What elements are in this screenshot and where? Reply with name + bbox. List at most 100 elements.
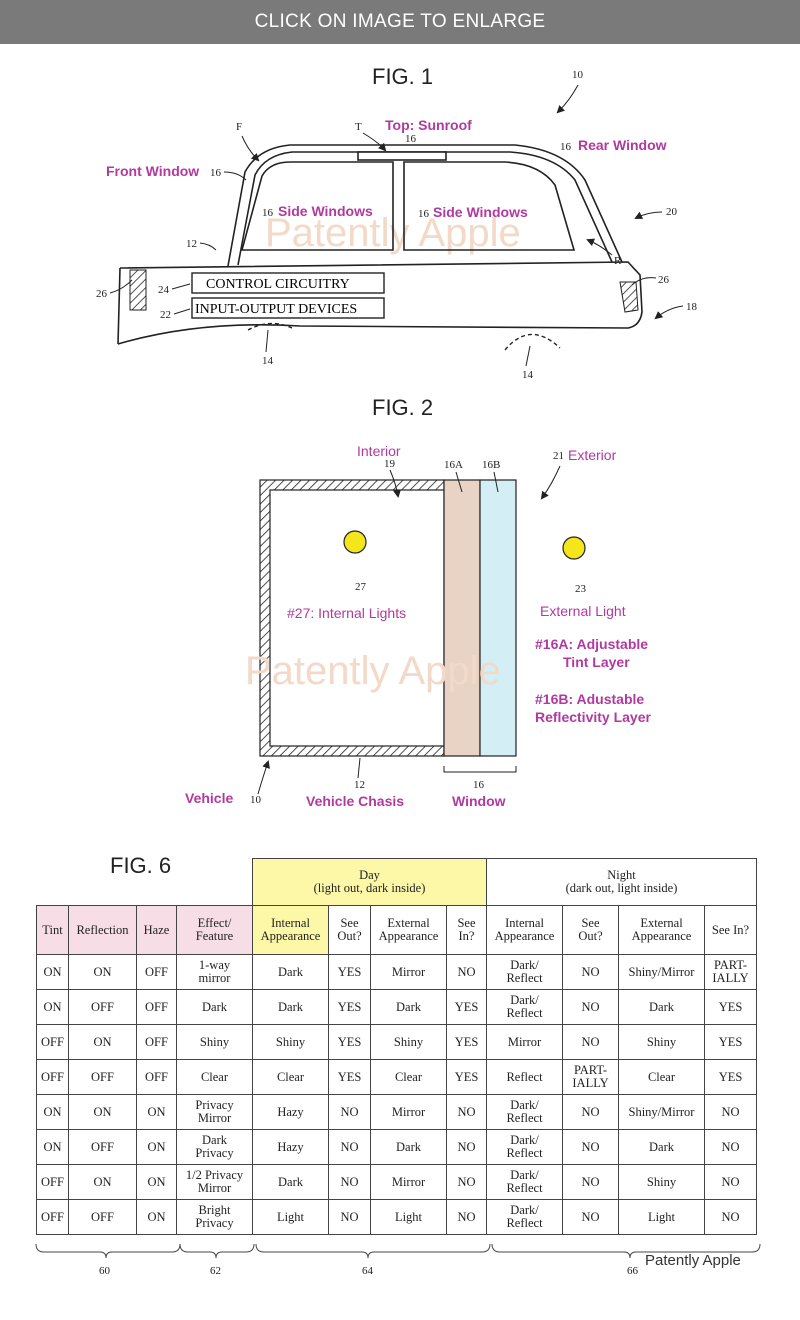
cell-line: Tint	[42, 922, 63, 937]
label-tint-2: Tint Layer	[563, 654, 630, 670]
table-cell: Shiny	[618, 1164, 705, 1200]
column-header: See In?	[704, 905, 757, 955]
label-external-light: External Light	[540, 603, 626, 619]
table-cell: NO	[328, 1129, 371, 1165]
day-title: Day	[359, 868, 380, 882]
table-cell: YES	[328, 989, 371, 1025]
cell-line: ON	[43, 1104, 62, 1119]
table-cell: YES	[704, 989, 757, 1025]
arrow-18	[654, 305, 684, 320]
brace-ref-64: 64	[362, 1265, 374, 1277]
table-cell: ON	[68, 1024, 137, 1060]
cell-line: Dark/	[510, 1133, 539, 1147]
table-cell: Mirror	[486, 1024, 563, 1060]
table-cell: Shiny/Mirror	[618, 1094, 705, 1130]
ref-26-right: 26	[658, 274, 670, 286]
cell-line: Light	[647, 1209, 676, 1224]
cell-line: Effect/	[197, 916, 232, 930]
label-front-window: Front Window	[106, 163, 199, 179]
ref-F: F	[236, 121, 242, 133]
cell-line: NO	[721, 1139, 740, 1154]
arrow-F	[241, 135, 260, 162]
cell-line: Haze	[143, 922, 170, 937]
table-cell: OFF	[68, 989, 137, 1025]
table-cell: OFF	[68, 1129, 137, 1165]
arrow-20	[634, 211, 663, 219]
cell-line: NO	[721, 1174, 740, 1189]
cell-line: NO	[340, 1139, 359, 1154]
enlarge-banner[interactable]: CLICK ON IMAGE TO ENLARGE	[0, 0, 800, 44]
table-cell: NO	[562, 1024, 619, 1060]
cell-line: NO	[340, 1104, 359, 1119]
label-top-sunroof: Top: Sunroof	[385, 117, 472, 133]
leader-16-front	[223, 171, 247, 181]
ref-window-16: 16	[473, 779, 485, 791]
label-exterior: Exterior	[568, 447, 617, 463]
cell-line: NO	[581, 1209, 600, 1224]
table-cell: Mirror	[370, 1094, 447, 1130]
cell-line: Clear	[276, 1069, 305, 1084]
cell-line: Mirror	[391, 1104, 426, 1119]
table-cell: NO	[446, 1094, 487, 1130]
cell-line: NO	[721, 1209, 740, 1224]
table-cell: Shiny	[176, 1024, 253, 1060]
ref-21: 21	[553, 450, 564, 462]
cell-line: ON	[43, 999, 62, 1014]
cell-line: Internal	[505, 916, 544, 930]
table-cell: ON	[136, 1129, 177, 1165]
cell-line: Privacy	[195, 1146, 234, 1160]
io-devices-label: INPUT-OUTPUT DEVICES	[195, 302, 357, 317]
table-cell: NO	[704, 1199, 757, 1235]
table-cell: YES	[704, 1024, 757, 1060]
cell-line: NO	[340, 1209, 359, 1224]
brace-64	[255, 1243, 491, 1259]
fig1-title: FIG. 1	[372, 64, 433, 89]
ref-R: R	[614, 255, 622, 267]
table-cell: OFF	[36, 1059, 69, 1095]
table-cell: Dark/Reflect	[486, 1094, 563, 1130]
table-cell: Shiny	[618, 1024, 705, 1060]
cell-line: Shiny	[646, 1174, 677, 1189]
cell-line: Dark	[396, 999, 421, 1014]
cell-line: In?	[458, 929, 475, 943]
table-cell: Mirror	[370, 1164, 447, 1200]
ref-24: 24	[158, 284, 170, 296]
cell-line: Shiny	[275, 1034, 306, 1049]
table-cell: NO	[328, 1164, 371, 1200]
ref-23: 23	[575, 583, 587, 595]
cell-line: NO	[457, 1104, 476, 1119]
cell-line: Bright	[198, 1203, 231, 1217]
cell-line: NO	[581, 1139, 600, 1154]
cell-line: Shiny/Mirror	[628, 1104, 695, 1119]
cell-line: Reflection	[76, 922, 129, 937]
table-cell: OFF	[36, 1164, 69, 1200]
cell-line: See	[581, 916, 600, 930]
leader-16B	[493, 471, 499, 493]
label-vehicle: Vehicle	[185, 790, 233, 806]
cell-line: IALLY	[572, 1076, 609, 1090]
day-subtitle: (light out, dark inside)	[313, 881, 426, 895]
table-cell: Dark	[252, 1164, 329, 1200]
cell-line: OFF	[91, 999, 114, 1014]
ref-12: 12	[186, 238, 197, 250]
table-cell: NO	[562, 989, 619, 1025]
table-cell: PART-IALLY	[562, 1059, 619, 1095]
cell-line: mirror	[198, 971, 231, 985]
table-cell: ON	[36, 989, 69, 1025]
watermark-fig2: Patently Apple	[245, 649, 501, 693]
table-cell: Hazy	[252, 1094, 329, 1130]
cell-line: NO	[457, 1139, 476, 1154]
cell-line: Privacy	[195, 1216, 234, 1230]
table-cell: NO	[328, 1094, 371, 1130]
table-cell: NO	[562, 1094, 619, 1130]
group-day: Day (light out, dark inside)	[252, 858, 487, 906]
cell-line: IALLY	[712, 971, 749, 985]
